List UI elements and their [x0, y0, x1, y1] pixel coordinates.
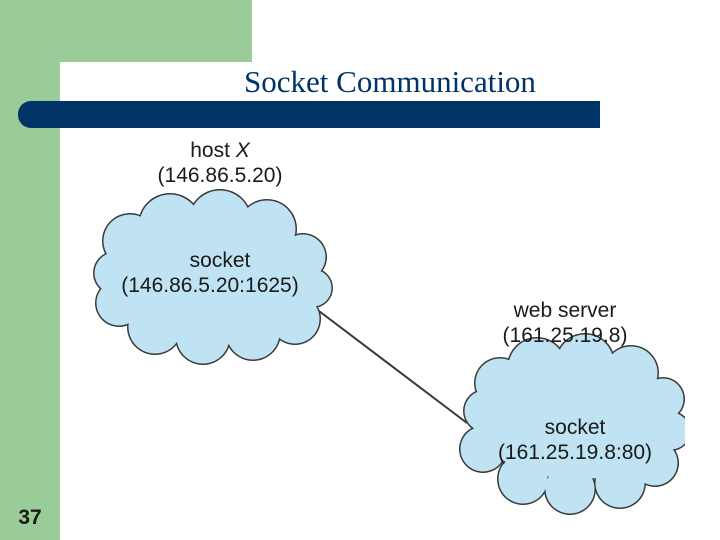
diagram-canvas	[93, 189, 685, 515]
host-socket-label: socket	[189, 249, 251, 272]
server-socket-label: socket	[544, 416, 606, 439]
host-label-prefix: host	[190, 139, 230, 162]
host-address: (146.86.5.20)	[157, 164, 283, 187]
server-address: (161.25.19.8)	[502, 324, 628, 347]
slide-title: Socket Communication	[244, 64, 536, 99]
host-socket-address: (146.86.5.20:1625)	[121, 274, 299, 297]
host-label-name: X	[235, 139, 250, 162]
host-socket-cloud	[93, 189, 333, 365]
slide-number: 37	[18, 506, 42, 529]
slide-side-band	[0, 0, 60, 540]
server-socket-address: (161.25.19.8:80)	[497, 441, 653, 464]
socket-connection-line	[314, 307, 468, 424]
server-socket-cloud	[459, 333, 685, 515]
socket-diagram: host X (146.86.5.20) socket (146.86.5.20…	[75, 133, 685, 533]
host-label: host X	[135, 139, 305, 163]
server-label: web server	[513, 299, 617, 322]
title-underline-bar	[18, 101, 600, 128]
